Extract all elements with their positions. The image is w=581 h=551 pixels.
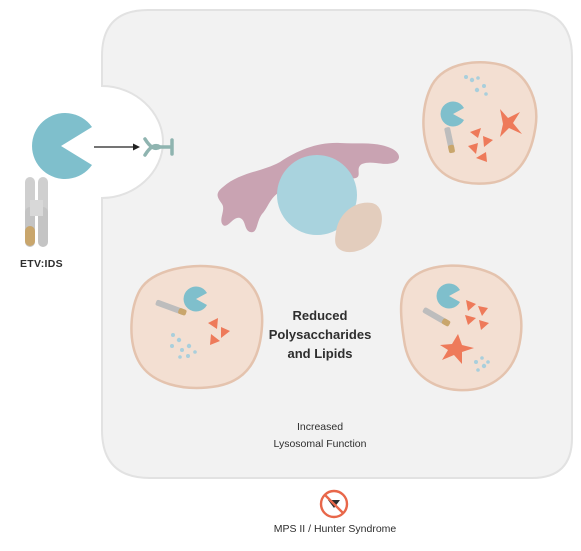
prohibition-icon [319,489,349,519]
mps-ii-label: MPS II / Hunter Syndrome [273,523,397,535]
golgi-icon [217,142,400,233]
nucleus-icon [277,155,357,235]
reduced-line-2: Polysaccharides [268,327,372,342]
increased-line-2: Lysosomal Function [273,438,367,450]
increased-line-1: Increased [296,421,344,433]
receptor-icon [143,137,174,157]
reduced-polysaccharides-label: Reduced Polysaccharides and Lipids [250,306,390,363]
mitochondrion-icon [335,202,382,253]
increased-function-label: Increased Lysosomal Function [245,419,395,453]
binding-arrow-icon [94,143,140,151]
etv-ids-enzyme-icon [32,112,92,179]
reduced-line-3: and Lipids [287,346,353,361]
reduced-line-1: Reduced [292,308,348,323]
lysosome-top-right [422,60,538,185]
lysosome-bottom-left [130,264,264,390]
lysosome-bottom-right [399,264,523,392]
antibody-icon [25,177,48,247]
etv-ids-label: ETV:IDS [20,258,63,270]
